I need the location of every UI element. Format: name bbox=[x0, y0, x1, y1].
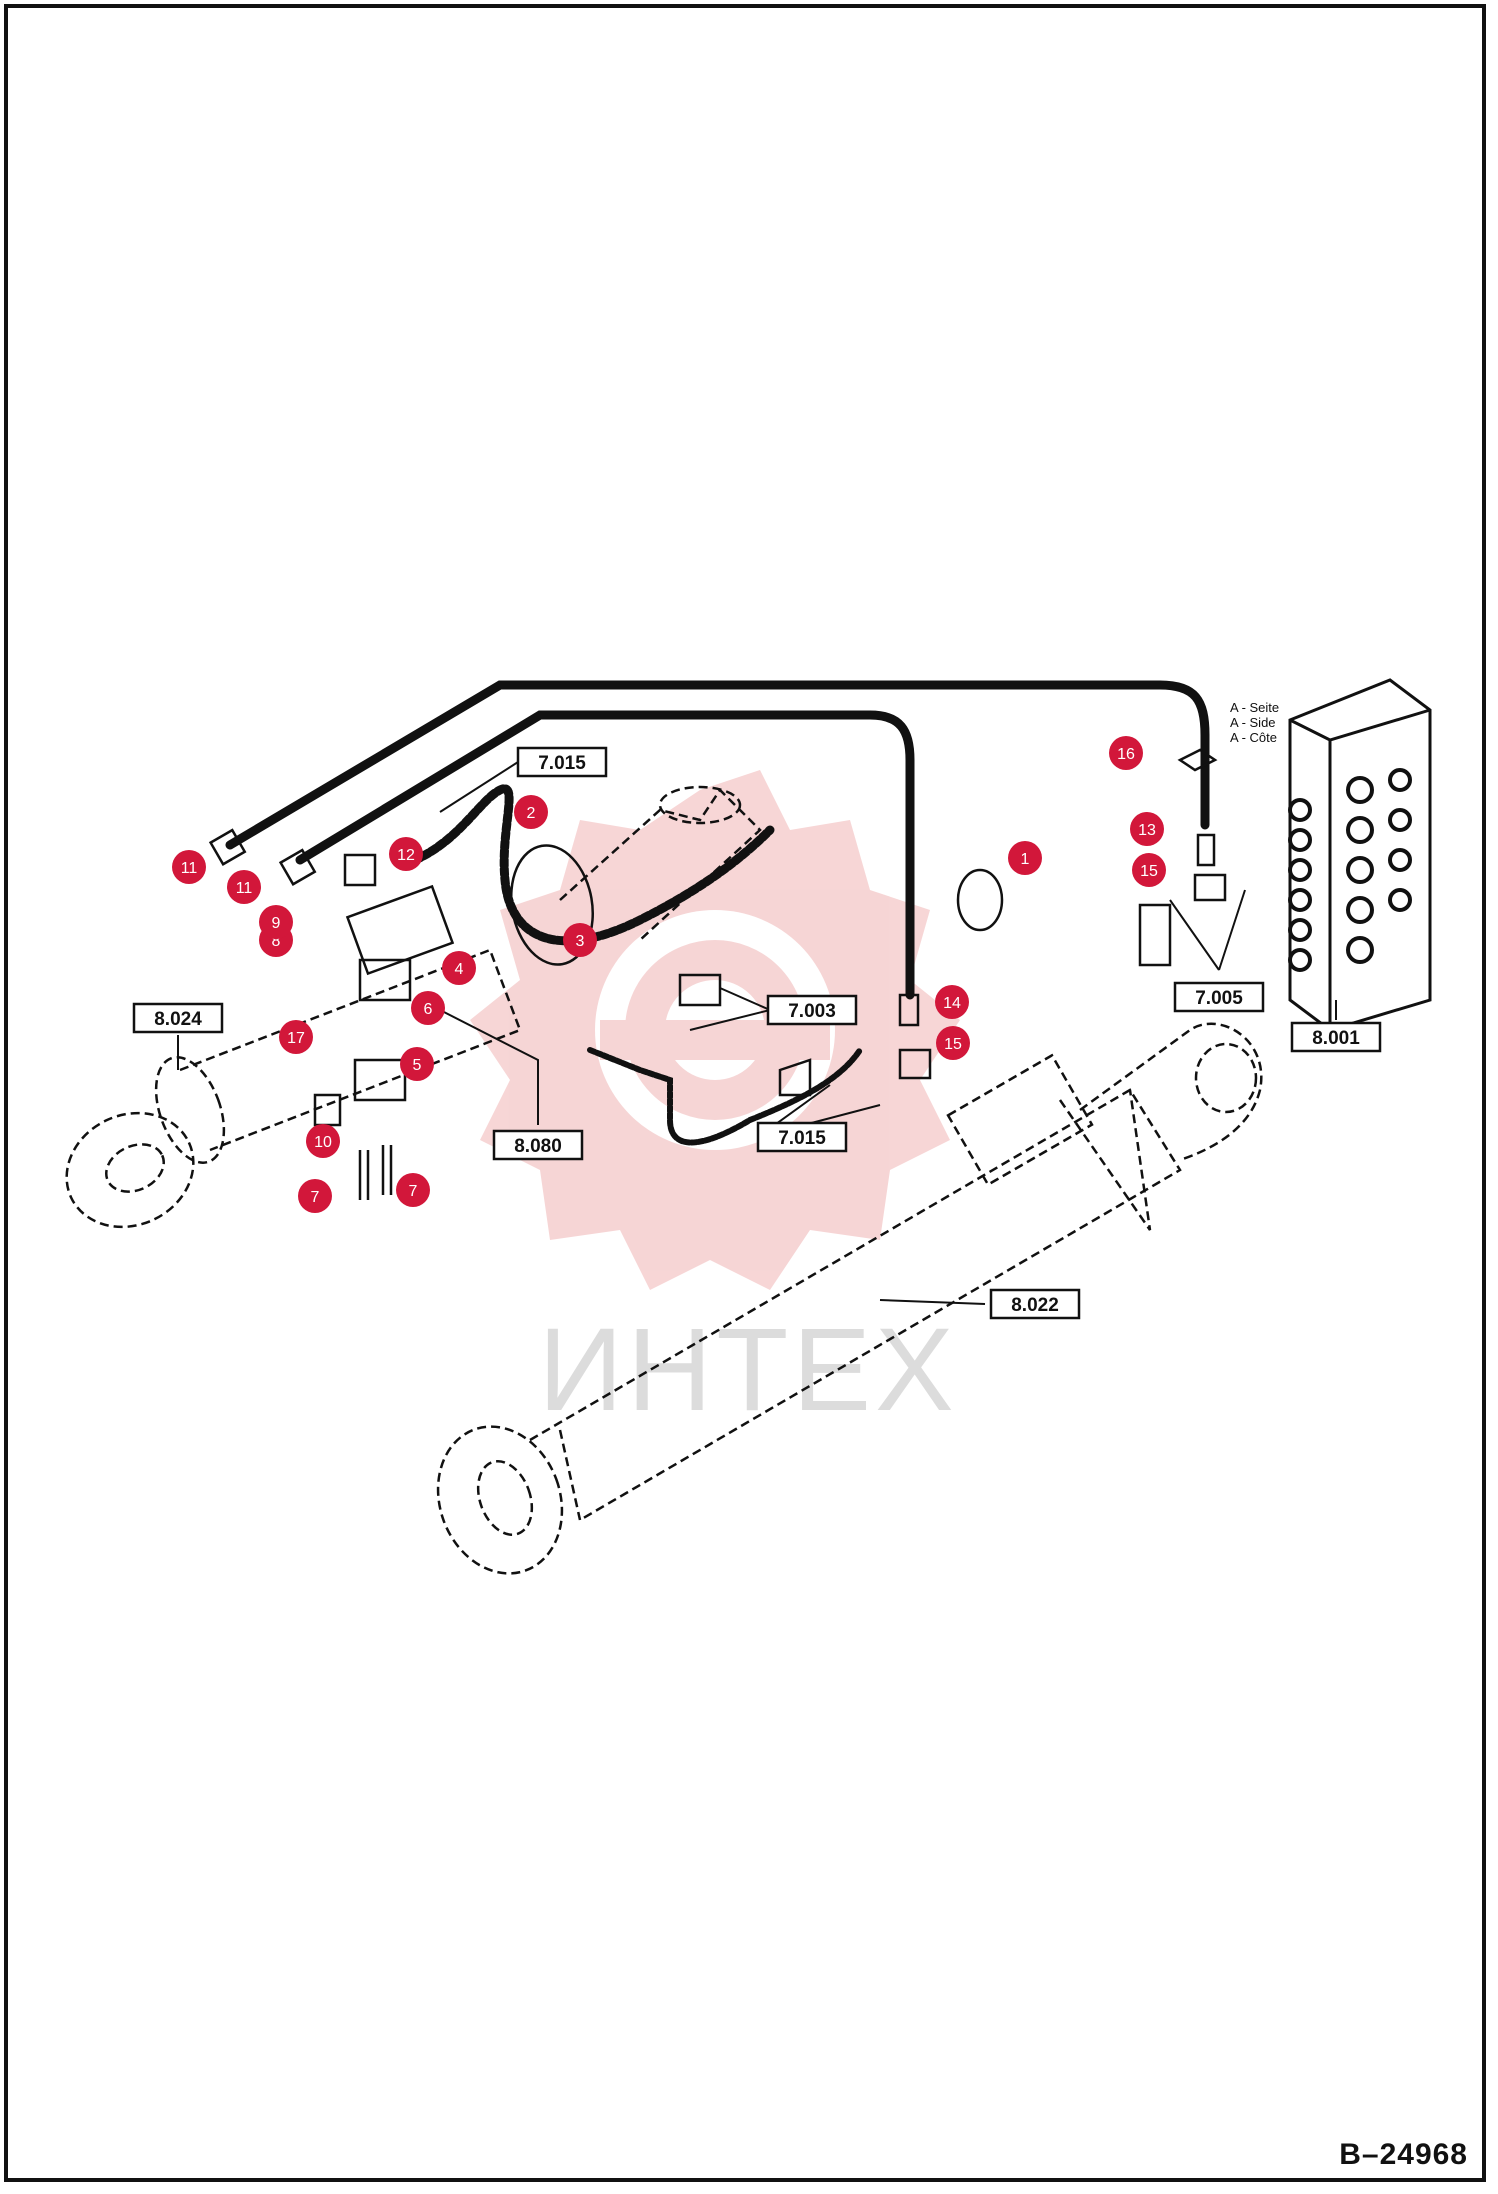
callout-15[interactable]: 15 bbox=[1132, 853, 1166, 887]
callout-number: 13 bbox=[1138, 822, 1156, 839]
fitting-7005 bbox=[1138, 903, 1172, 967]
fitting-16 bbox=[1177, 748, 1218, 772]
side-legend: A - Seite A - Side A - Côte bbox=[1230, 700, 1279, 745]
hose-clamp-1 bbox=[956, 868, 1004, 932]
callout-number: 16 bbox=[1117, 746, 1135, 763]
callout-1[interactable]: 1 bbox=[1008, 841, 1042, 875]
callout-16[interactable]: 16 bbox=[1109, 736, 1143, 770]
ref-box-7-015: 7.015 bbox=[516, 746, 608, 778]
callout-number: 11 bbox=[236, 880, 253, 897]
callout-6[interactable]: 6 bbox=[411, 991, 445, 1025]
tee-7003 bbox=[678, 973, 722, 1007]
fitting-11a bbox=[208, 828, 247, 866]
control-valve-block bbox=[1288, 678, 1432, 1032]
callout-number: 2 bbox=[527, 805, 536, 822]
lift-cylinder-left bbox=[65, 948, 522, 1229]
callout-12[interactable]: 12 bbox=[389, 837, 423, 871]
ref-label: 7.005 bbox=[1195, 988, 1243, 1009]
callout-number: 9 bbox=[272, 915, 281, 932]
callout-15[interactable]: 15 bbox=[936, 1026, 970, 1060]
fitting-11b bbox=[278, 848, 317, 886]
fitting-12 bbox=[343, 853, 377, 887]
callout-number: 17 bbox=[287, 1030, 305, 1047]
ref-box-7-015: 7.015 bbox=[756, 1121, 848, 1153]
hose-clamp-2 bbox=[510, 844, 594, 966]
callout-number: 1 bbox=[1021, 851, 1030, 868]
callout-14[interactable]: 14 bbox=[935, 985, 969, 1019]
callout-10[interactable]: 10 bbox=[306, 1124, 340, 1158]
callout-17[interactable]: 17 bbox=[279, 1020, 313, 1054]
legend-line-1: A - Seite bbox=[1230, 700, 1279, 715]
manifold-block bbox=[345, 884, 455, 976]
ref-label: 8.080 bbox=[514, 1136, 562, 1157]
callout-number: 14 bbox=[943, 995, 961, 1012]
ref-box-7-005: 7.005 bbox=[1173, 981, 1265, 1013]
callout-number: 11 bbox=[181, 860, 198, 877]
callout-11[interactable]: 11 bbox=[227, 870, 261, 904]
fitting-15a bbox=[1193, 873, 1227, 902]
callout-number: 6 bbox=[424, 1001, 433, 1018]
ref-label: 7.003 bbox=[788, 1001, 836, 1022]
fitting-13 bbox=[1196, 833, 1216, 867]
tee-7015 bbox=[778, 1058, 812, 1097]
lift-cylinder-upper bbox=[559, 785, 762, 941]
fitting-15b bbox=[898, 1048, 932, 1080]
callout-number: 12 bbox=[397, 847, 415, 864]
ref-label: 7.015 bbox=[778, 1128, 826, 1149]
ref-label: 8.024 bbox=[154, 1009, 202, 1030]
watermark-text: ИНТЕХ bbox=[538, 1304, 958, 1436]
ref-label: 8.001 bbox=[1312, 1028, 1360, 1049]
callout-13[interactable]: 13 bbox=[1130, 812, 1164, 846]
callout-number: 3 bbox=[576, 933, 585, 950]
callout-number: 5 bbox=[413, 1057, 422, 1074]
callout-11[interactable]: 11 bbox=[172, 850, 206, 884]
ref-label: 8.022 bbox=[1011, 1295, 1059, 1316]
callout-9[interactable]: 9 bbox=[259, 905, 293, 939]
hose-coiled bbox=[410, 784, 775, 946]
drawing-frame bbox=[4, 4, 1486, 2182]
ref-box-8-022: 8.022 bbox=[989, 1288, 1081, 1320]
ref-box-8-024: 8.024 bbox=[132, 1002, 224, 1034]
drawing-number: B–24968 bbox=[1339, 2138, 1468, 2171]
hose-lower bbox=[295, 710, 915, 1000]
bolt-7a bbox=[358, 1150, 370, 1200]
callout-7[interactable]: 7 bbox=[298, 1179, 332, 1213]
callout-2[interactable]: 2 bbox=[514, 795, 548, 829]
fitting-10 bbox=[313, 1093, 342, 1127]
reference-boxes: 7.015 7.003 7.015 7.005 8.001 8.024 8.080 8.022 bbox=[132, 746, 1382, 1320]
callout-3[interactable]: 3 bbox=[563, 923, 597, 957]
ref-box-8-001: 8.001 bbox=[1290, 1021, 1382, 1053]
callout-7[interactable]: 7 bbox=[396, 1173, 430, 1207]
callout-5[interactable]: 5 bbox=[400, 1047, 434, 1081]
callout-number: 7 bbox=[409, 1183, 418, 1200]
fittings bbox=[208, 748, 1227, 1200]
ref-label: 7.015 bbox=[538, 753, 586, 774]
bolt-7b bbox=[381, 1145, 393, 1195]
ref-box-8-080: 8.080 bbox=[492, 1129, 584, 1161]
lift-cylinder-lower bbox=[436, 1022, 1263, 1575]
callout-number: 10 bbox=[314, 1134, 332, 1151]
callout-4[interactable]: 4 bbox=[442, 951, 476, 985]
legend-line-2: A - Side bbox=[1230, 715, 1276, 730]
hose-upper bbox=[225, 680, 1210, 850]
callout-number: 7 bbox=[311, 1189, 320, 1206]
callout-number: 4 bbox=[455, 961, 464, 978]
watermark-logo bbox=[470, 770, 960, 1290]
callout-number: 15 bbox=[1140, 863, 1158, 880]
legend-line-3: A - Côte bbox=[1230, 730, 1277, 745]
hydraulic-hoses bbox=[225, 680, 1210, 1146]
callout-number: 15 bbox=[944, 1036, 962, 1053]
ref-box-7-003: 7.003 bbox=[766, 994, 858, 1026]
callout-number: 8 bbox=[272, 933, 281, 950]
hose-mid bbox=[587, 1047, 863, 1146]
fitting-14 bbox=[898, 993, 920, 1027]
